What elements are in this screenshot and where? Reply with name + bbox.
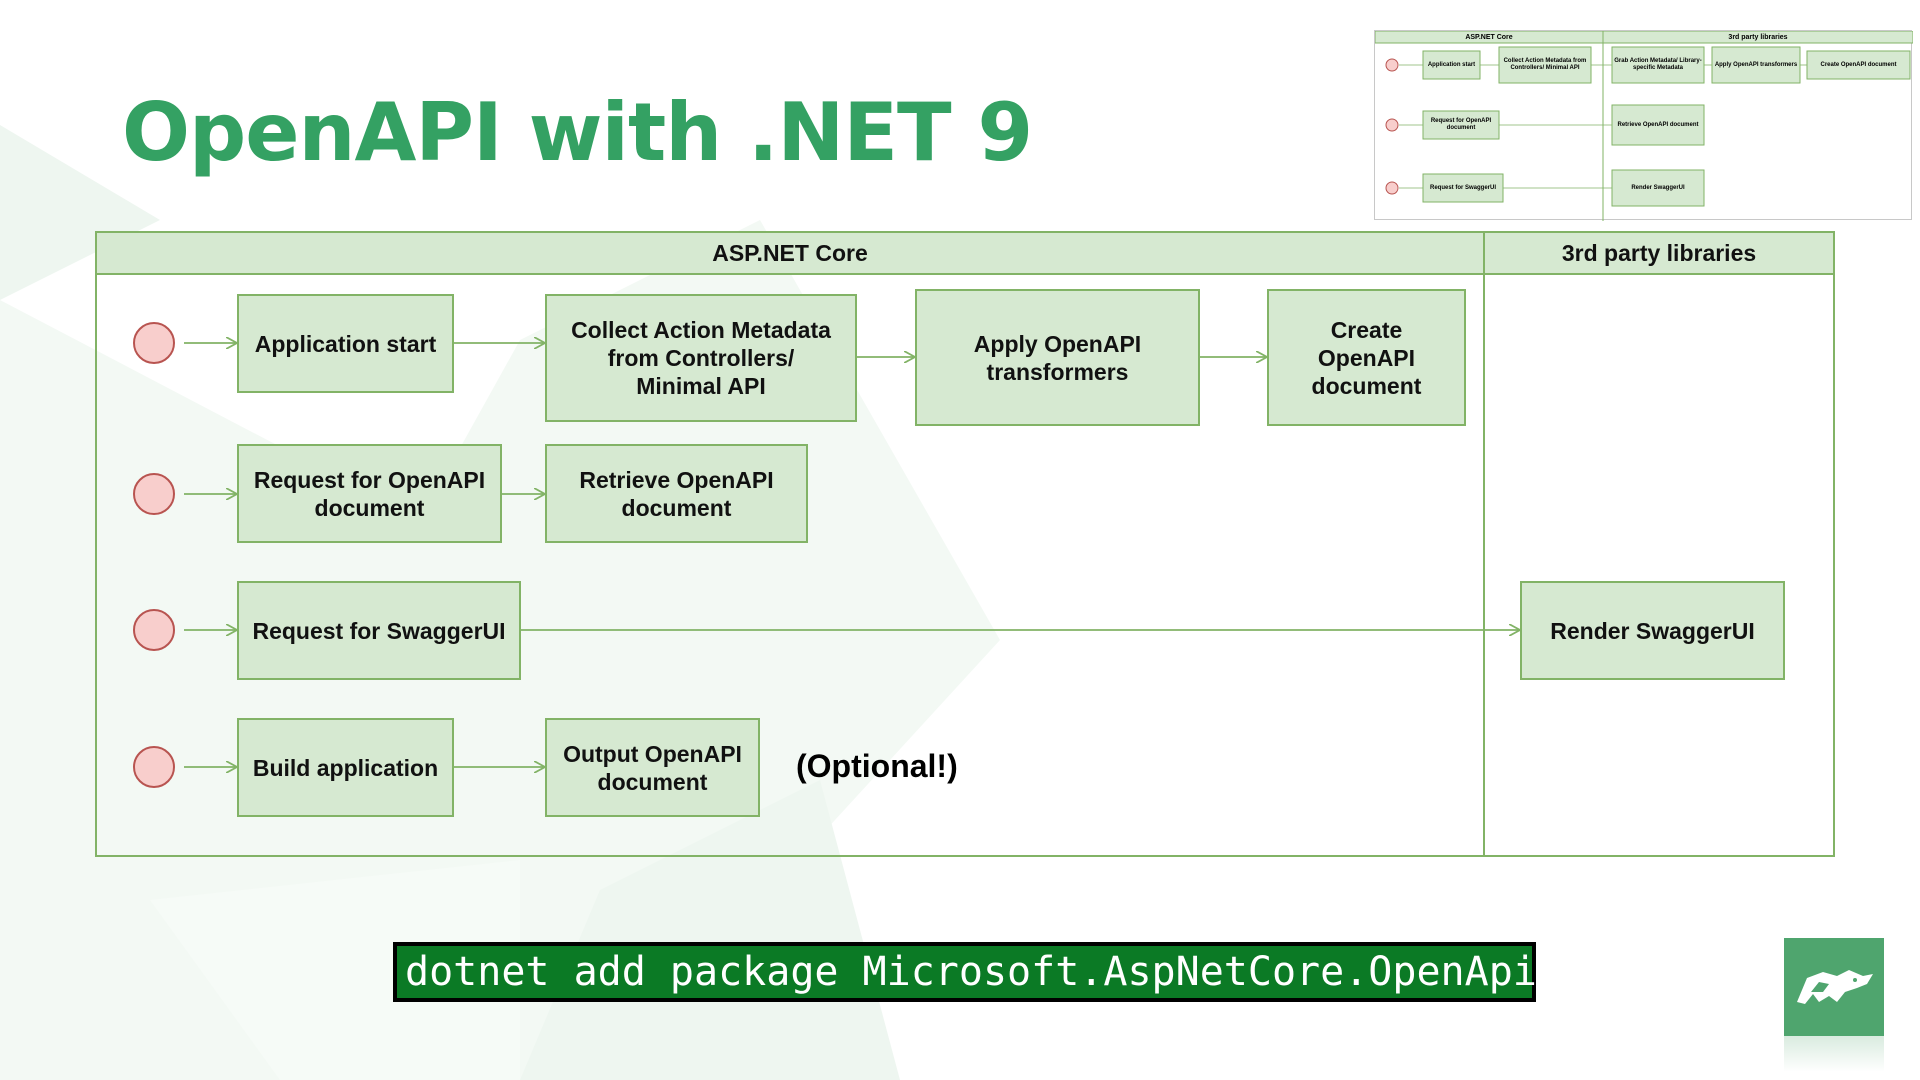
thumb-box-create-document: Create OpenAPI document [1820,61,1897,68]
box-request-swaggerui: Request for SwaggerUI [237,581,521,680]
lane-label-3rdparty: 3rd party libraries [1561,239,1757,266]
slide-title: OpenAPI with .NET 9 [122,86,1033,179]
start-node-3 [133,609,175,651]
thumb-box-collect-metadata: Collect Action Metadata from Controllers… [1503,58,1587,71]
thumb-box-grab-metadata: Grab Action Metadata/ Library-specific M… [1614,58,1702,71]
diagram-thumbnail: ASP.NET Core 3rd party libraries Applica… [1374,30,1913,221]
lane-header-bg-aspnet [95,231,1485,275]
lane-3rdparty [1483,231,1835,857]
thumb-box-request-openapi: Request for OpenAPI document [1430,118,1492,131]
box-app-start: Application start [237,294,454,393]
start-node-2 [133,473,175,515]
lane-header-bg-3rdparty [1483,231,1835,275]
box-render-swaggerui: Render SwaggerUI [1520,581,1785,680]
box-create-document: Create OpenAPI document [1267,289,1466,426]
box-request-openapi: Request for OpenAPI document [237,444,502,543]
install-command-text: dotnet add package Microsoft.AspNetCore.… [397,946,1537,998]
lane-label-aspnet: ASP.NET Core [712,239,868,266]
box-output-document: Output OpenAPI document [545,718,760,817]
box-retrieve-document: Retrieve OpenAPI document [545,444,808,543]
box-build-application: Build application [237,718,454,817]
lizard-logo-icon [1784,938,1884,1036]
thumb-lane-3rdparty: 3rd party libraries [1728,33,1788,41]
box-apply-transformers: Apply OpenAPI transformers [915,289,1200,426]
optional-note: (Optional!) [796,748,958,784]
start-node-1 [133,322,175,364]
thumb-box-request-swaggerui: Request for SwaggerUI [1429,184,1496,191]
start-node-4 [133,746,175,788]
thumb-box-app-start: Application start [1427,61,1476,68]
thumb-box-render-swaggerui: Render SwaggerUI [1631,184,1685,191]
logo-reflection [1784,1036,1884,1072]
install-command: dotnet add package Microsoft.AspNetCore.… [393,942,1537,1002]
thumb-box-apply-transformers: Apply OpenAPI transformers [1714,61,1798,68]
box-collect-metadata: Collect Action Metadata from Controllers… [545,294,857,422]
thumb-lane-aspnet: ASP.NET Core [1465,33,1513,41]
thumb-box-retrieve-document: Retrieve OpenAPI document [1617,121,1699,128]
